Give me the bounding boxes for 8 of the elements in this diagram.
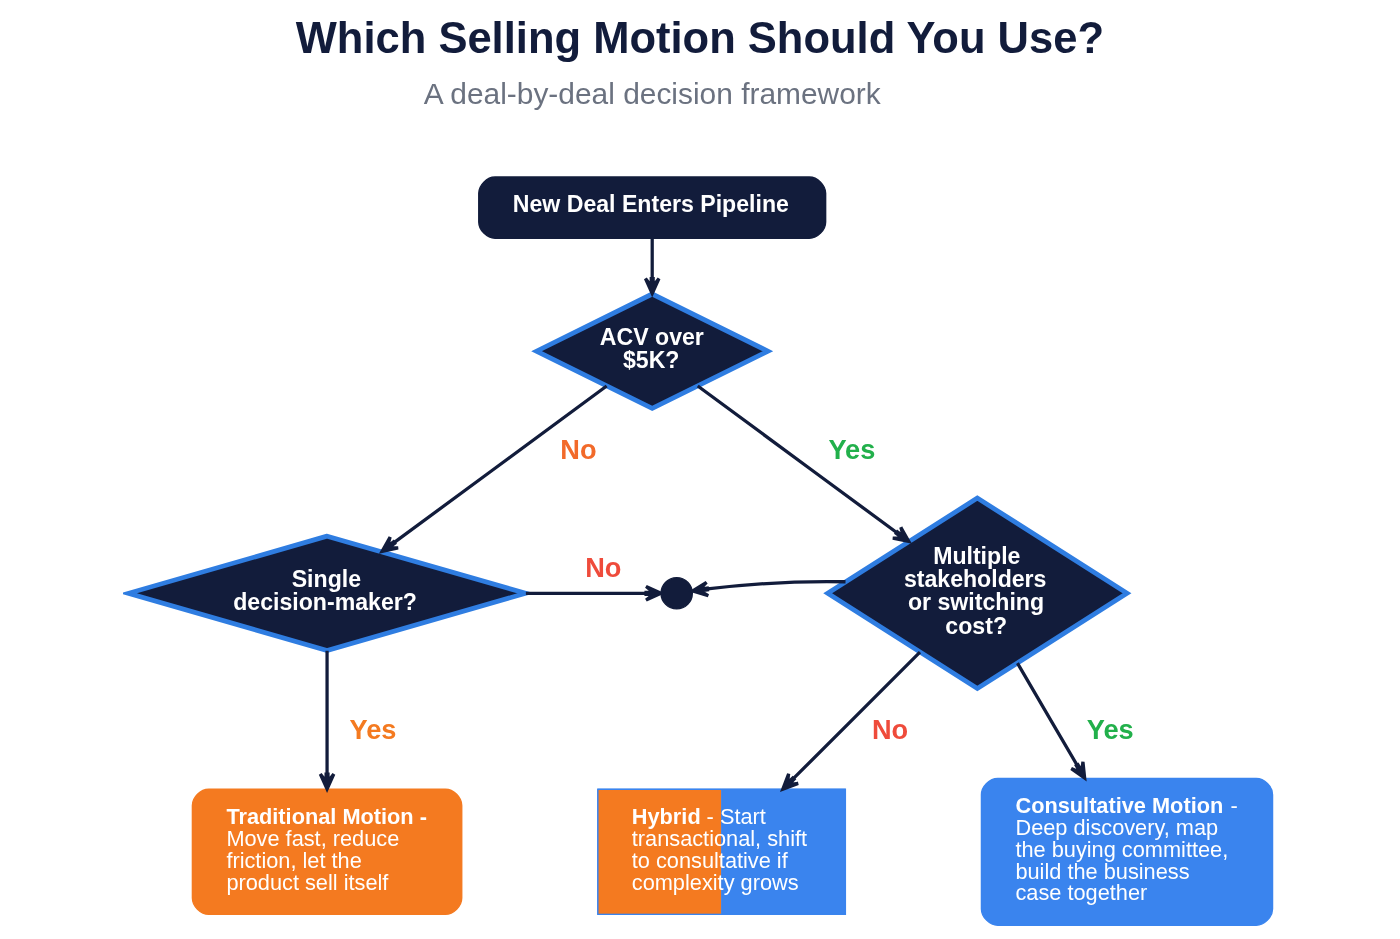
edge-label: Yes (1086, 713, 1134, 745)
edge-label: No (871, 713, 908, 745)
label: A deal-by-deal decision framework (423, 77, 881, 111)
edge-label: No (584, 551, 621, 583)
edge-label: No (559, 433, 597, 465)
edge-label: Yes (827, 433, 875, 465)
edge-label: Yes (349, 713, 396, 745)
diagram-title: Which Selling Motion Should You Use? (295, 13, 1104, 62)
